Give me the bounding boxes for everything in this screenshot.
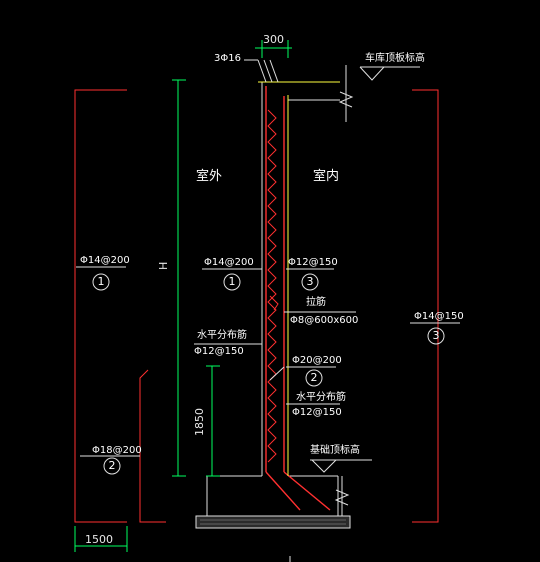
bottom-dim-label: 1500 (85, 533, 113, 546)
left-rebar-label: Φ14@200 (80, 255, 130, 266)
inner-extra-rebar-label: Φ20@200 (292, 355, 342, 366)
lower-dimension (206, 365, 220, 477)
inner-vert-rebar-label: Φ12@150 (288, 257, 338, 268)
horiz-dist-spec-1: Φ12@150 (194, 346, 244, 357)
roof-level-label: 车库顶板标高 (365, 53, 425, 64)
base-pad-hatch (200, 519, 346, 525)
outdoor-label: 室外 (196, 169, 223, 184)
wall-rebar (265, 86, 331, 511)
tie-hook (269, 295, 279, 311)
top-dimension (255, 40, 292, 58)
footing-rebar-line (139, 369, 166, 523)
roof-level-marker (338, 65, 420, 122)
footing-rebar-number: 2 (108, 459, 116, 472)
callout-circles (92, 273, 445, 475)
horiz-dist-label-2: 水平分布筋 (296, 392, 346, 403)
horiz-dist-label-1: 水平分布筋 (197, 330, 247, 341)
inner-vert-number: 3 (306, 275, 314, 288)
base-level-marker (310, 459, 372, 522)
horiz-dist-spec-2: Φ12@150 (292, 407, 342, 418)
lower-dim-label: 1850 (193, 408, 206, 436)
top-bar-label: 3Φ16 (214, 53, 241, 64)
left-rebar-bracket (74, 89, 127, 523)
right-rebar-number: 3 (432, 329, 440, 342)
inner-extra-number: 2 (310, 371, 318, 384)
left-rebar-number: 1 (97, 275, 105, 288)
tie-label: 拉筋 (306, 297, 326, 308)
top-dim-label: 300 (263, 33, 284, 46)
tie-spec: Φ8@600x600 (290, 315, 359, 326)
height-label: H (157, 261, 170, 270)
right-rebar-label: Φ14@150 (414, 311, 464, 322)
bottom-dimension (74, 526, 128, 552)
indoor-label: 室内 (313, 169, 340, 184)
top-bar-leader (244, 59, 279, 83)
height-dimension (172, 79, 186, 477)
wall-ties (267, 109, 277, 463)
right-rebar-bracket (412, 89, 439, 523)
label-leaders (76, 266, 460, 457)
base-level-label: 基础顶标高 (310, 445, 360, 456)
base-pad (195, 515, 351, 529)
outer-vert-rebar-label: Φ14@200 (204, 257, 254, 268)
footing-rebar-label: Φ18@200 (92, 445, 142, 456)
outer-vert-number: 1 (228, 275, 236, 288)
